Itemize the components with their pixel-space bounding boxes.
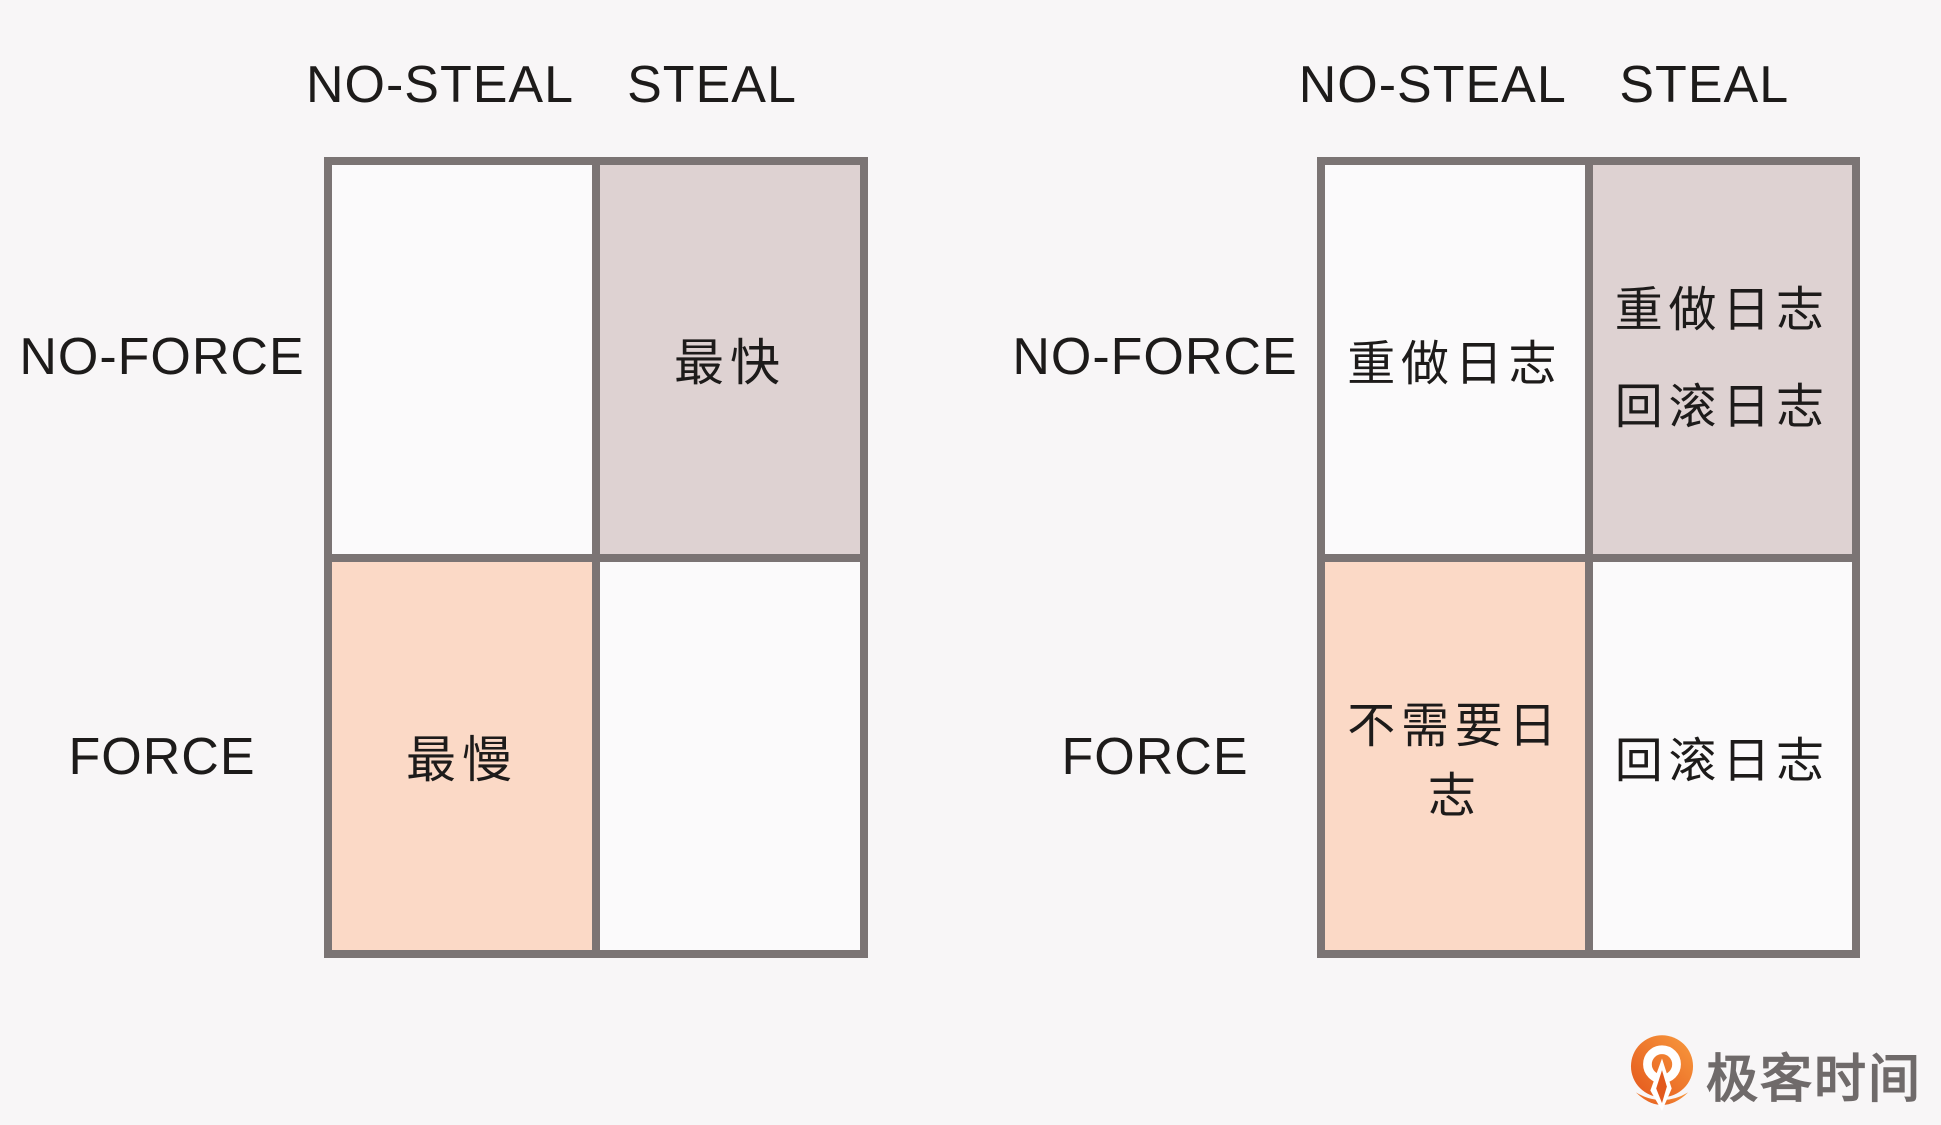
cell-performance-force-nosteal: 最慢 [332, 561, 592, 950]
row-header-no-force: NO-FORCE [1012, 327, 1298, 386]
geektime-logo: 极客时间 [1630, 1032, 1922, 1116]
log-line-redo: 重做日志 [1614, 283, 1830, 337]
cell-logging-noforce-nosteal: 重做日志 [1325, 165, 1585, 554]
column-header-steal: STEAL [1619, 56, 1790, 114]
logging-matrix: 重做日志 重做日志 回滚日志 不需要日志 回滚日志 [1317, 157, 1860, 958]
performance-matrix: 最快 最慢 [324, 157, 868, 958]
cell-performance-noforce-nosteal [332, 165, 592, 554]
column-header-no-steal: NO-STEAL [1298, 56, 1567, 114]
geektime-logo-text: 极客时间 [1706, 1050, 1923, 1109]
cell-logging-noforce-steal: 重做日志 回滚日志 [1592, 165, 1852, 554]
cell-performance-noforce-steal: 最快 [600, 165, 860, 554]
row-header-force: FORCE [1061, 728, 1249, 786]
logging-column-headers: NO-STEAL STEAL [1297, 40, 1840, 130]
column-header-steal: STEAL [627, 56, 797, 114]
row-header-no-force: NO-FORCE [19, 327, 305, 386]
geektime-pin-icon [1630, 1035, 1694, 1111]
cell-logging-force-nosteal: 不需要日志 [1325, 561, 1585, 950]
row-header-force: FORCE [68, 728, 256, 786]
log-line-rollback: 回滚日志 [1614, 381, 1830, 435]
cell-performance-force-steal [600, 561, 860, 950]
performance-column-headers: NO-STEAL STEAL [304, 40, 848, 130]
column-header-no-steal: NO-STEAL [305, 56, 575, 114]
cell-logging-force-steal: 回滚日志 [1592, 561, 1852, 950]
